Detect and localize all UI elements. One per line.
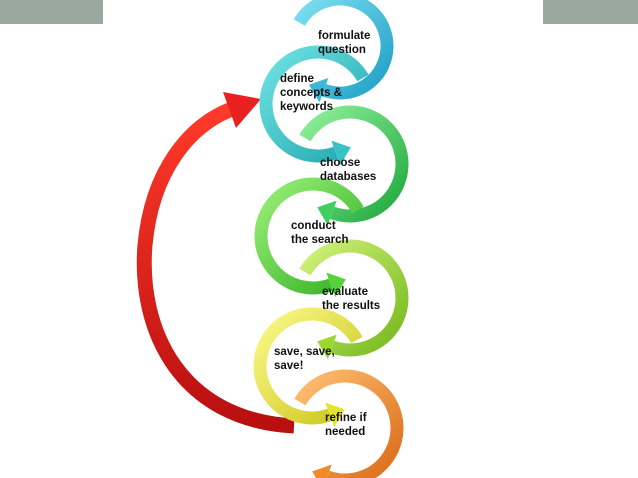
step-label-line: define <box>280 73 314 85</box>
step-label-line: formulate <box>318 30 370 42</box>
step-label-line: concepts & <box>280 87 342 99</box>
step-arrow-head <box>308 77 329 103</box>
step-label-line: needed <box>325 426 365 438</box>
step-label-line: keywords <box>280 101 333 113</box>
step-arrow-5 <box>299 239 409 360</box>
header-bar-right <box>543 0 638 24</box>
step-label-7: refine if needed <box>325 412 367 438</box>
step-arrow-shaft <box>293 0 394 100</box>
step-arrow-head <box>317 200 337 226</box>
step-arrow-shaft <box>253 307 363 425</box>
step-arrow-head <box>312 464 332 478</box>
step-arrow-4 <box>254 177 364 298</box>
header-bar-left <box>0 0 103 24</box>
step-arrow-1 <box>293 0 394 103</box>
loop-back-arrow <box>136 92 295 434</box>
step-arrow-shaft <box>294 369 404 478</box>
step-label-line: the search <box>291 234 349 246</box>
step-arrow-head <box>325 402 345 428</box>
step-label-6: save, save, save! <box>274 346 335 372</box>
step-label-line: question <box>318 44 366 56</box>
step-arrow-shaft <box>254 177 364 295</box>
step-label-line: choose <box>320 157 360 169</box>
step-arrow-shaft <box>299 105 409 223</box>
step-label-line: conduct <box>291 220 336 232</box>
step-arrow-head <box>326 272 346 298</box>
step-arrow-shaft <box>299 239 409 357</box>
step-label-4: conduct the search <box>291 220 349 246</box>
step-label-5: evaluate the results <box>322 286 380 312</box>
step-label-line: the results <box>322 300 380 312</box>
step-arrow-7 <box>294 369 404 478</box>
step-arrow-shaft <box>259 45 369 163</box>
step-label-line: save! <box>274 360 303 372</box>
step-label-2: define concepts & keywords <box>280 73 342 113</box>
step-label-3: choose databases <box>320 157 376 183</box>
step-labels: formulate question define concepts & keyword… <box>274 30 380 438</box>
step-arrow-6 <box>253 307 363 428</box>
step-arrow-head <box>317 334 337 360</box>
step-arrow-head <box>331 140 351 166</box>
step-label-1: formulate question <box>318 30 370 56</box>
step-arrow-3 <box>299 105 409 226</box>
step-label-line: refine if <box>325 412 367 424</box>
step-label-line: evaluate <box>322 286 368 298</box>
step-arrows <box>253 0 409 478</box>
step-label-line: save, save, <box>274 346 335 358</box>
step-arrow-2 <box>259 45 369 166</box>
step-label-line: databases <box>320 171 376 183</box>
